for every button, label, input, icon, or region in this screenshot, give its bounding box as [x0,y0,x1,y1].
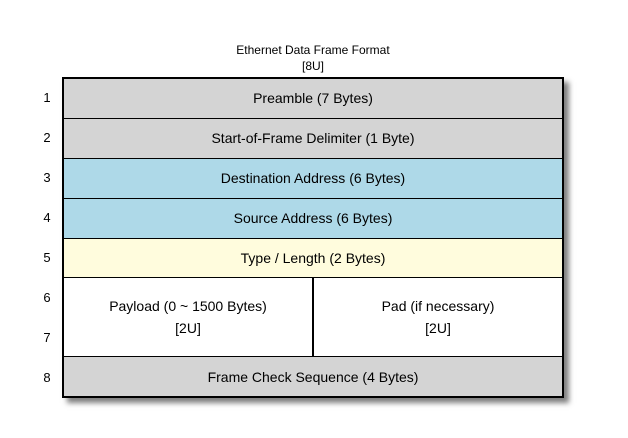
field-frame-check-sequence-label: Frame Check Sequence (4 Bytes) [207,368,419,385]
field-payload-units: [2U] [175,320,201,337]
field-pad-units: [2U] [425,320,451,337]
field-type-length: Type / Length (2 Bytes) [64,238,562,279]
row-number-3: 3 [43,169,51,185]
row-number-5: 5 [43,250,51,266]
field-destination-address-label: Destination Address (6 Bytes) [220,170,406,187]
row-number-4: 4 [43,209,51,225]
field-preamble: Preamble (7 Bytes) [64,79,562,119]
field-start-of-frame-delimiter-label: Start-of-Frame Delimiter (1 Byte) [211,130,415,147]
frame-format-table: Preamble (7 Bytes) Start-of-Frame Delimi… [62,77,564,398]
field-payload: Payload (0 ~ 1500 Bytes) [2U] [64,278,314,357]
field-pad: Pad (if necessary) [2U] [314,278,562,356]
field-source-address: Source Address (6 Bytes) [64,198,562,239]
row-number-6: 6 [43,290,51,306]
row-number-column: 1 2 3 4 5 6 7 8 [34,77,60,398]
row-number-8: 8 [43,370,51,386]
field-pad-label: Pad (if necessary) [381,298,495,315]
field-payload-label: Payload (0 ~ 1500 Bytes) [109,298,267,315]
row-number-1: 1 [43,89,51,105]
field-source-address-label: Source Address (6 Bytes) [233,210,393,227]
field-type-length-label: Type / Length (2 Bytes) [240,249,386,266]
field-frame-check-sequence: Frame Check Sequence (4 Bytes) [64,357,562,396]
field-start-of-frame-delimiter: Start-of-Frame Delimiter (1 Byte) [64,118,562,159]
row-number-2: 2 [43,129,51,145]
row-number-7: 7 [43,330,51,346]
field-destination-address: Destination Address (6 Bytes) [64,158,562,199]
diagram-title-block: Ethernet Data Frame Format [8U] [62,42,564,74]
field-preamble-label: Preamble (7 Bytes) [253,90,373,107]
diagram-title-units: [8U] [301,59,324,73]
diagram-title: Ethernet Data Frame Format [236,43,390,57]
field-payload-pad-row: Payload (0 ~ 1500 Bytes) [2U] Pad (if ne… [64,278,562,358]
